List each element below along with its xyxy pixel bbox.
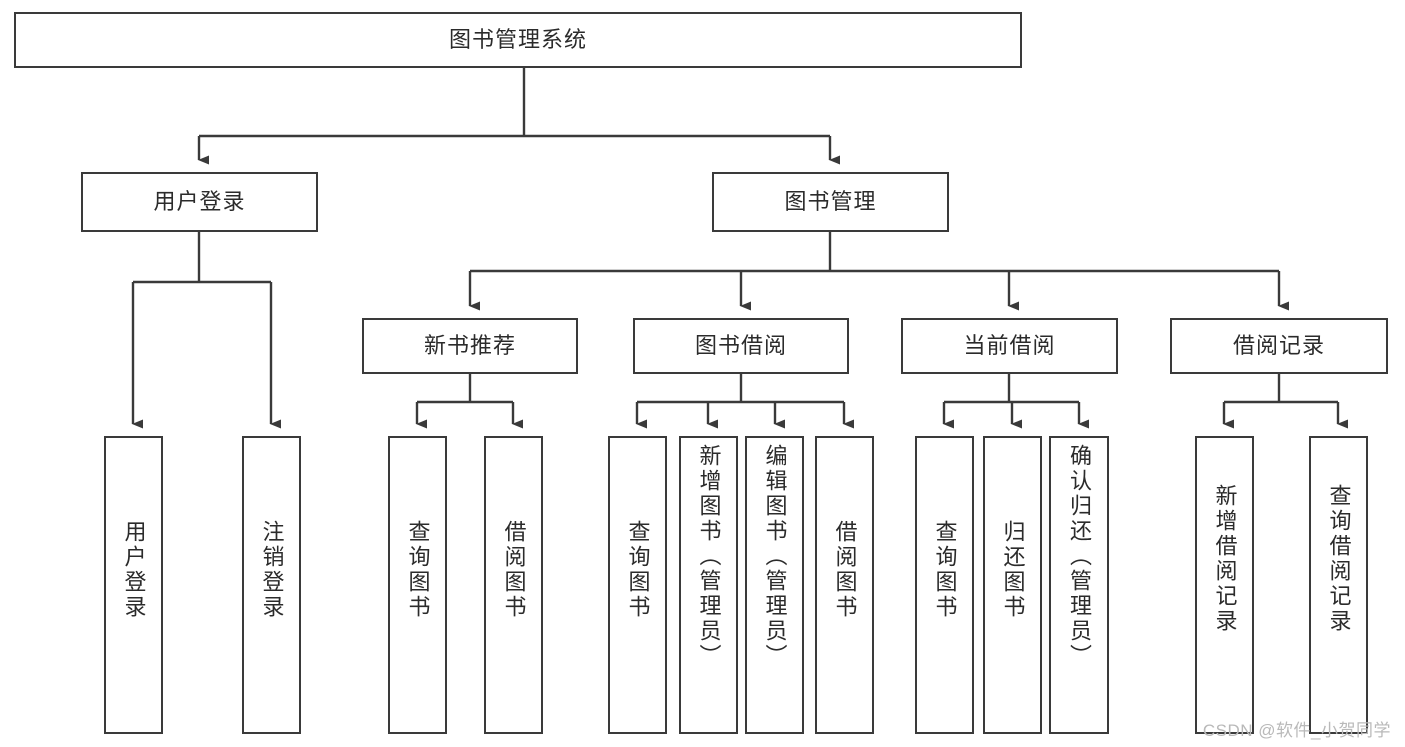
node-leaf-query-record-label: 查询借阅记录 xyxy=(1326,484,1352,634)
node-leaf-user-login-label: 用户登录 xyxy=(121,520,147,620)
node-leaf-borrow-book[interactable]: 借阅图书 xyxy=(815,436,874,734)
node-book-borrow-label: 图书借阅 xyxy=(694,332,787,358)
node-leaf-confirm-return-label: 确认归还（管理员） xyxy=(1067,444,1092,669)
node-leaf-add-book[interactable]: 新增图书（管理员） xyxy=(679,436,738,734)
node-leaf-borrow-book-rec[interactable]: 借阅图书 xyxy=(484,436,543,734)
node-leaf-query-record[interactable]: 查询借阅记录 xyxy=(1309,436,1368,734)
node-leaf-query-book-borrow[interactable]: 查询图书 xyxy=(608,436,667,734)
node-leaf-query-book-rec[interactable]: 查询图书 xyxy=(388,436,447,734)
node-leaf-add-record-label: 新增借阅记录 xyxy=(1212,484,1238,634)
node-leaf-logout[interactable]: 注销登录 xyxy=(242,436,301,734)
node-borrow-record-label: 借阅记录 xyxy=(1232,332,1325,358)
node-current-borrow[interactable]: 当前借阅 xyxy=(901,318,1118,374)
watermark-text: CSDN @软件_小贺同学 xyxy=(1202,721,1391,740)
node-root-label: 图书管理系统 xyxy=(448,26,587,52)
node-leaf-return-book-label: 归还图书 xyxy=(1000,520,1026,620)
node-book-borrow[interactable]: 图书借阅 xyxy=(633,318,849,374)
node-leaf-query-book-borrow-label: 查询图书 xyxy=(625,520,651,620)
node-leaf-query-book-rec-label: 查询图书 xyxy=(405,520,431,620)
node-leaf-logout-label: 注销登录 xyxy=(259,520,285,620)
node-leaf-user-login[interactable]: 用户登录 xyxy=(104,436,163,734)
node-current-borrow-label: 当前借阅 xyxy=(963,332,1056,358)
node-leaf-borrow-book-rec-label: 借阅图书 xyxy=(501,520,527,620)
node-leaf-add-record[interactable]: 新增借阅记录 xyxy=(1195,436,1254,734)
node-book-manage[interactable]: 图书管理 xyxy=(712,172,949,232)
node-borrow-record[interactable]: 借阅记录 xyxy=(1170,318,1388,374)
node-leaf-add-book-label: 新增图书（管理员） xyxy=(696,444,722,669)
node-leaf-return-book[interactable]: 归还图书 xyxy=(983,436,1042,734)
node-user-login-label: 用户登录 xyxy=(153,188,246,214)
node-user-login[interactable]: 用户登录 xyxy=(81,172,318,232)
node-book-manage-label: 图书管理 xyxy=(784,188,877,214)
node-leaf-edit-book[interactable]: 编辑图书（管理员） xyxy=(745,436,804,734)
node-leaf-query-book-cur[interactable]: 查询图书 xyxy=(915,436,974,734)
node-new-book-recommend-label: 新书推荐 xyxy=(423,332,516,358)
node-leaf-borrow-book-label: 借阅图书 xyxy=(832,520,858,620)
node-leaf-query-book-cur-label: 查询图书 xyxy=(932,520,958,620)
node-leaf-edit-book-label: 编辑图书（管理员） xyxy=(762,444,788,669)
node-new-book-recommend[interactable]: 新书推荐 xyxy=(362,318,578,374)
node-leaf-confirm-return[interactable]: 确认归还（管理员） xyxy=(1049,436,1109,734)
node-root[interactable]: 图书管理系统 xyxy=(14,12,1022,68)
